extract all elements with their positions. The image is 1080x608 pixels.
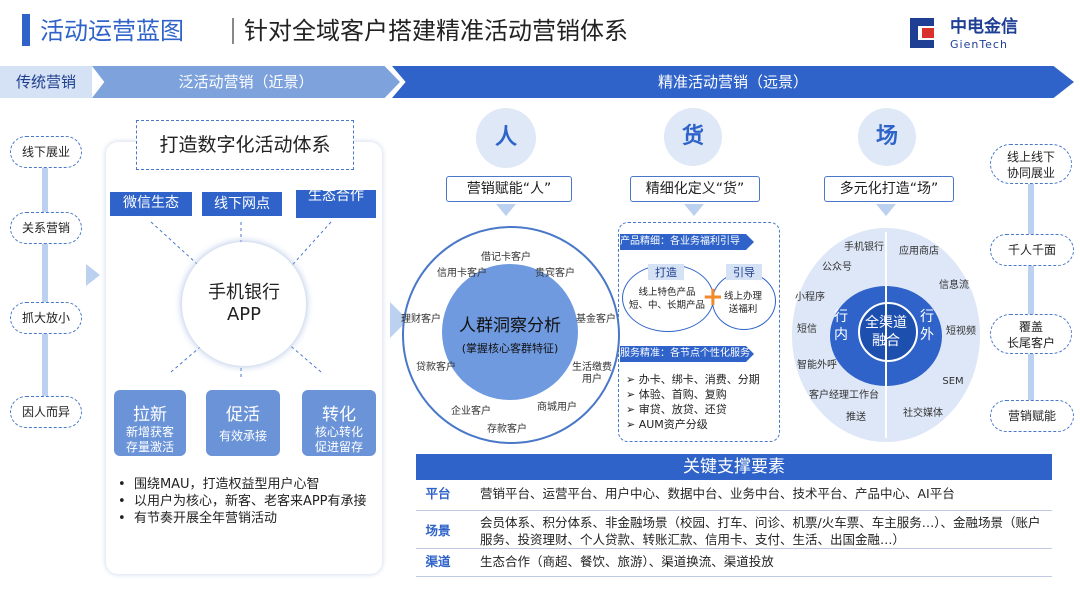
- goal-activate: 促活 有效承接: [206, 390, 280, 456]
- panel-bullets: • 围绕MAU，打造权益型用户心智 • 以用户为核心，新客、老客来APP有承接 …: [118, 476, 378, 527]
- service-item: ➢ AUM资产分级: [626, 418, 708, 431]
- outcome-connector: [1028, 160, 1034, 410]
- channel-ecosystem: 生态合作: [296, 190, 376, 218]
- stage-pan-activity: 泛活动营销（近景）: [92, 66, 400, 98]
- traditional-connector: [42, 160, 48, 410]
- triangle-down-icon: [684, 204, 704, 216]
- people-icon: 人: [476, 108, 536, 168]
- people-header: 营销赋能“人”: [446, 176, 572, 202]
- traditional-item: 关系营销: [10, 212, 82, 244]
- segment-deposit: 存款客户: [487, 424, 527, 435]
- channel-manager-desk: 客户经理工作台: [809, 390, 879, 401]
- key-row: 场景 会员体系、积分体系、非金融场景（校园、打车、问诊、机票/火车票、车主服务……: [416, 514, 1052, 549]
- goods-header: 精细化定义“货”: [630, 176, 760, 202]
- service-item: ➢ 审贷、放贷、还贷: [626, 403, 727, 416]
- channel-smart-call: 智能外呼: [797, 360, 837, 371]
- service-item: ➢ 体验、首购、复购: [626, 388, 727, 401]
- arrow-right-icon: [86, 264, 100, 286]
- logo-english: GienTech: [950, 38, 1008, 51]
- outcome-item: 营销赋能: [990, 400, 1074, 432]
- stage-precise-activity: 精准活动营销（远景）: [392, 66, 1074, 98]
- outcome-item: 千人千面: [990, 234, 1074, 266]
- key-row-label: 平台: [425, 486, 451, 501]
- segment-credit-card: 信用卡客户: [437, 268, 487, 279]
- channel-sms: 短信: [797, 324, 817, 335]
- outcome-item: 覆盖长尾客户: [990, 314, 1072, 354]
- key-row: 平台 营销平台、运营平台、用户中心、数据中台、业务中台、技术平台、产品中心、AI…: [416, 484, 1052, 511]
- channel-push: 推送: [846, 412, 866, 423]
- plus-icon: +: [702, 282, 724, 312]
- service-precision-label: 服务精准：各节点个性化服务: [620, 346, 754, 362]
- segment-debit-card: 借记卡客户: [481, 252, 531, 263]
- place-header: 多元化打造“场”: [824, 176, 954, 202]
- key-row-text: 营销平台、运营平台、用户中心、数据中台、业务中台、技术平台、产品中心、AI平台: [480, 486, 955, 501]
- traditional-item: 抓大放小: [10, 302, 82, 334]
- segment-corporate: 企业客户: [451, 406, 491, 417]
- product-precision-label: 产品精细：各业务福利引导: [620, 234, 754, 250]
- goal-convert: 转化 核心转化促进留存: [302, 390, 376, 456]
- goods-panel: [618, 222, 780, 442]
- channel-official-account: 公众号: [822, 262, 852, 273]
- title-accent-bar: [22, 14, 30, 46]
- place-icon: 场: [858, 108, 916, 166]
- channel-short-video: 短视频: [946, 326, 976, 337]
- mobile-banking-app-node: [182, 242, 306, 366]
- key-row: 渠道 生态合作（商超、餐饮、旅游）、渠道换流、渠道投放: [416, 552, 1052, 577]
- logo-name: 中电金信: [950, 17, 1018, 37]
- segment-wealth: 理财客户: [401, 314, 441, 325]
- ring-divider: [885, 232, 887, 438]
- traditional-item: 因人而异: [10, 396, 82, 428]
- service-list: ➢ 办卡、绑卡、消费、分期 ➢ 体验、首购、复购 ➢ 审贷、放贷、还贷 ➢ AU…: [626, 372, 778, 432]
- triangle-down-icon: [876, 204, 896, 216]
- gientech-logo-icon: [910, 18, 934, 48]
- crowd-insight-title: 人群洞察分析: [459, 316, 561, 336]
- channel-mini-program: 小程序: [795, 292, 825, 303]
- key-row-text: 会员体系、积分体系、非金融场景（校园、打车、问诊、机票/火车票、车主服务…）、金…: [480, 515, 1041, 547]
- bullet-item: • 有节奏开展全年营销活动: [118, 511, 277, 526]
- key-row-label: 场景: [425, 523, 451, 538]
- segment-loan: 贷款客户: [416, 362, 456, 373]
- tag-build: 打造: [648, 264, 684, 280]
- channel-feed: 信息流: [939, 280, 969, 291]
- stage-traditional: 传统营销: [0, 66, 92, 98]
- segment-mall: 商城用户: [537, 402, 577, 413]
- segment-fund: 基金客户: [576, 314, 616, 325]
- channel-wechat: 微信生态: [110, 192, 192, 216]
- traditional-item: 线下展业: [10, 136, 82, 168]
- segment-utility: 生活缴费用户: [572, 362, 612, 385]
- crowd-insight-sub: (掌握核心客群特征): [461, 342, 559, 355]
- triangle-down-icon: [496, 204, 516, 216]
- outer-bank-label: 行外: [920, 309, 934, 343]
- tag-guide: 引导: [726, 264, 762, 280]
- page-title: 活动运营蓝图: [40, 17, 184, 45]
- panel-title: 打造数字化活动体系: [136, 120, 354, 170]
- bullet-item: • 围绕MAU，打造权益型用户心智: [118, 477, 320, 492]
- segment-vip: 贵宾客户: [535, 268, 575, 279]
- channel-sem: SEM: [942, 376, 964, 387]
- key-row-text: 生态合作（商超、餐饮、旅游）、渠道换流、渠道投放: [480, 554, 774, 569]
- arrow-right-icon: [390, 302, 408, 338]
- channel-app-store: 应用商店: [899, 246, 939, 257]
- outcome-item: 线上线下协同展业: [990, 144, 1072, 184]
- title-divider: [232, 18, 234, 44]
- key-support-title: 关键支撑要素: [416, 454, 1052, 480]
- goal-acquire: 拉新 新增获客存量激活: [114, 390, 186, 456]
- channel-mobile-banking: 手机银行: [844, 242, 884, 253]
- inner-bank-label: 行内: [834, 309, 848, 343]
- key-row-label: 渠道: [425, 554, 451, 569]
- benefit-circle-text: 线上办理送福利: [723, 291, 762, 315]
- page-subtitle: 针对全域客户搭建精准活动营销体系: [244, 17, 628, 45]
- channel-offline-branch: 线下网点: [202, 192, 282, 216]
- bullet-item: • 以用户为核心，新客、老客来APP有承接: [118, 494, 367, 509]
- channel-social-media: 社交媒体: [903, 408, 943, 419]
- product-circle-text: 线上特色产品短、中、长期产品: [628, 287, 705, 311]
- service-item: ➢ 办卡、绑卡、消费、分期: [626, 373, 760, 386]
- omni-channel-core: [858, 302, 918, 362]
- crowd-insight-circle: [442, 264, 578, 400]
- goods-icon: 货: [664, 108, 722, 166]
